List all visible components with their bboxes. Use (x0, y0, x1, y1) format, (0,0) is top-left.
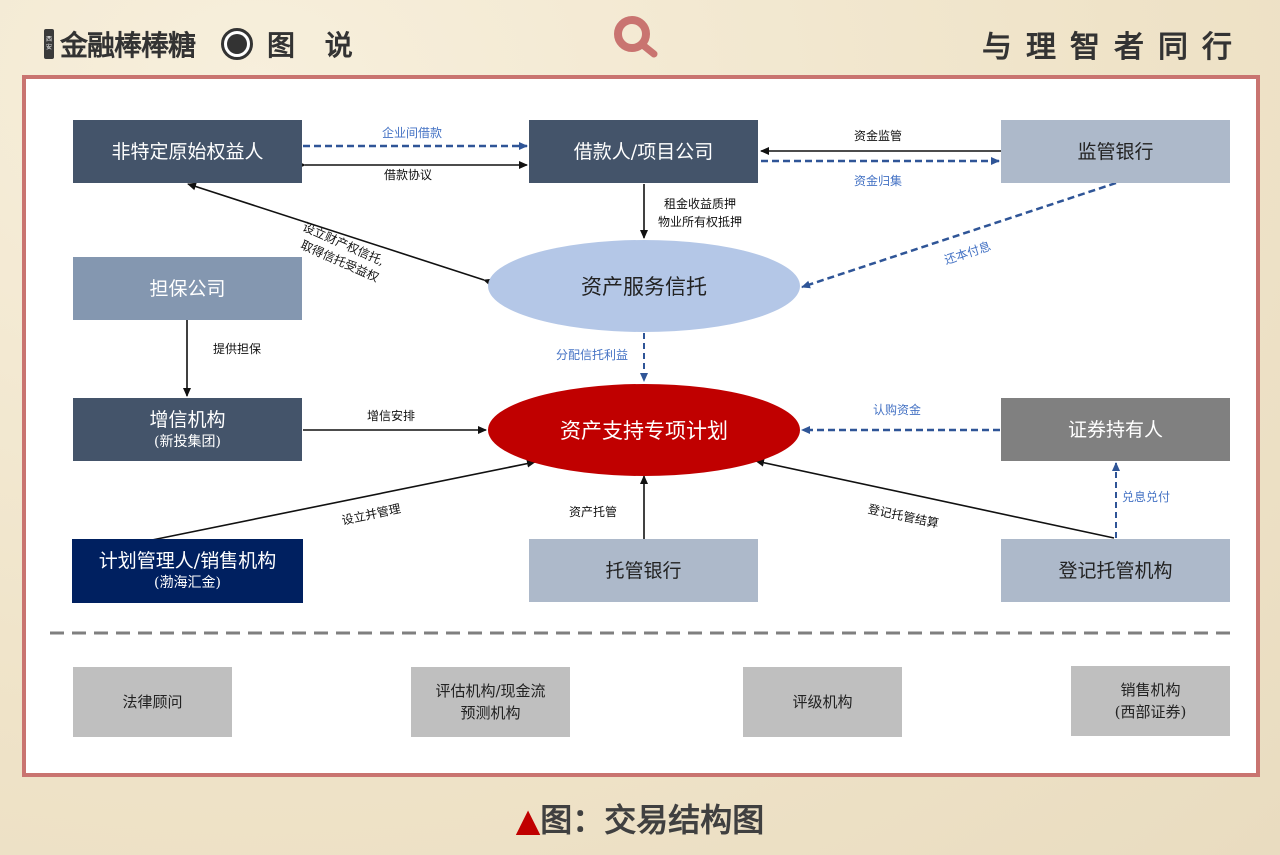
node-supervising-bank: 监管银行 (1001, 120, 1230, 183)
node-registrar: 登记托管机构 (1001, 539, 1230, 602)
node-custodian-bank: 托管银行 (529, 539, 758, 602)
label-pledge-2: 物业所有权抵押 (658, 215, 743, 229)
node-label: 担保公司 (149, 277, 226, 300)
node-label: 证券持有人 (1067, 418, 1163, 441)
city-badge: 西 安 (44, 29, 54, 59)
section-label: 图 说 (267, 29, 363, 62)
badge-char: 安 (45, 44, 52, 51)
node-credit-enhancer: 增信机构 (新投集团) (73, 398, 302, 461)
provider-label: 法律顾问 (122, 693, 183, 711)
provider-rating: 评级机构 (743, 667, 902, 737)
node-originator: 非特定原始权益人 (73, 120, 302, 183)
provider-sales: 销售机构 (西部证券) (1071, 666, 1230, 736)
triangle-icon: ▲ (515, 801, 541, 839)
node-guarantor: 担保公司 (73, 257, 302, 320)
node-label: 资产支持专项计划 (560, 419, 728, 443)
brand-header: 西 安 金融棒棒糖 图 说 (44, 24, 363, 64)
provider-valuation: 评估机构/现金流 预测机构 (411, 667, 570, 737)
slogan: 与理智者同行 (982, 30, 1246, 65)
label-payout: 兑息兑付 (1122, 490, 1171, 504)
bullet-icon (221, 28, 254, 60)
arrow-setup-manage (151, 459, 536, 541)
node-sublabel: (新投集团) (154, 433, 221, 450)
provider-sublabel: (西部证券) (1114, 703, 1187, 721)
label-subscription: 认购资金 (873, 403, 922, 417)
node-label: 非特定原始权益人 (111, 140, 264, 163)
arrow-repay (801, 181, 1117, 289)
label-guarantee: 提供担保 (213, 342, 262, 356)
node-manager: 计划管理人/销售机构 (渤海汇金) (72, 539, 303, 603)
arrow-registration (755, 458, 1115, 539)
node-label: 登记托管机构 (1058, 559, 1173, 582)
provider-label: 评级机构 (792, 693, 853, 711)
label-enhancement: 增信安排 (367, 409, 416, 423)
provider-label: 销售机构 (1120, 681, 1181, 699)
label-custody: 资产托管 (569, 505, 618, 519)
node-label: 增信机构 (149, 408, 226, 431)
node-label: 资产服务信托 (581, 275, 707, 299)
node-label: 托管银行 (605, 559, 682, 582)
caption-text: 图：交易结构图 (540, 801, 765, 839)
node-sublabel: (渤海汇金) (154, 575, 221, 591)
label-distribute: 分配信托利益 (556, 348, 629, 362)
label-pledge-1: 租金收益质押 (664, 197, 737, 211)
badge-char: 西 (45, 36, 52, 43)
node-label: 借款人/项目公司 (573, 140, 714, 163)
label-fund-collection: 资金归集 (854, 174, 903, 188)
node-security-holders: 证券持有人 (1001, 398, 1230, 461)
node-label: 计划管理人/销售机构 (98, 550, 277, 572)
node-abs-plan: 资产支持专项计划 (488, 384, 800, 476)
label-fund-supervision: 资金监管 (854, 129, 903, 143)
label-inter-company-loan: 企业间借款 (382, 126, 443, 140)
magnifier-icon (614, 16, 658, 58)
label-loan-agreement: 借款协议 (384, 168, 433, 182)
node-trust: 资产服务信托 (488, 240, 800, 332)
node-borrower: 借款人/项目公司 (529, 120, 758, 183)
arrow-trust-setup (187, 182, 493, 287)
node-label: 监管银行 (1077, 140, 1154, 163)
provider-legal: 法律顾问 (73, 667, 232, 737)
brand-name: 金融棒棒糖 (60, 29, 196, 62)
figure-caption: ▲图：交易结构图 (0, 795, 1280, 841)
provider-sublabel: 预测机构 (460, 704, 521, 722)
provider-label: 评估机构/现金流 (435, 682, 546, 700)
